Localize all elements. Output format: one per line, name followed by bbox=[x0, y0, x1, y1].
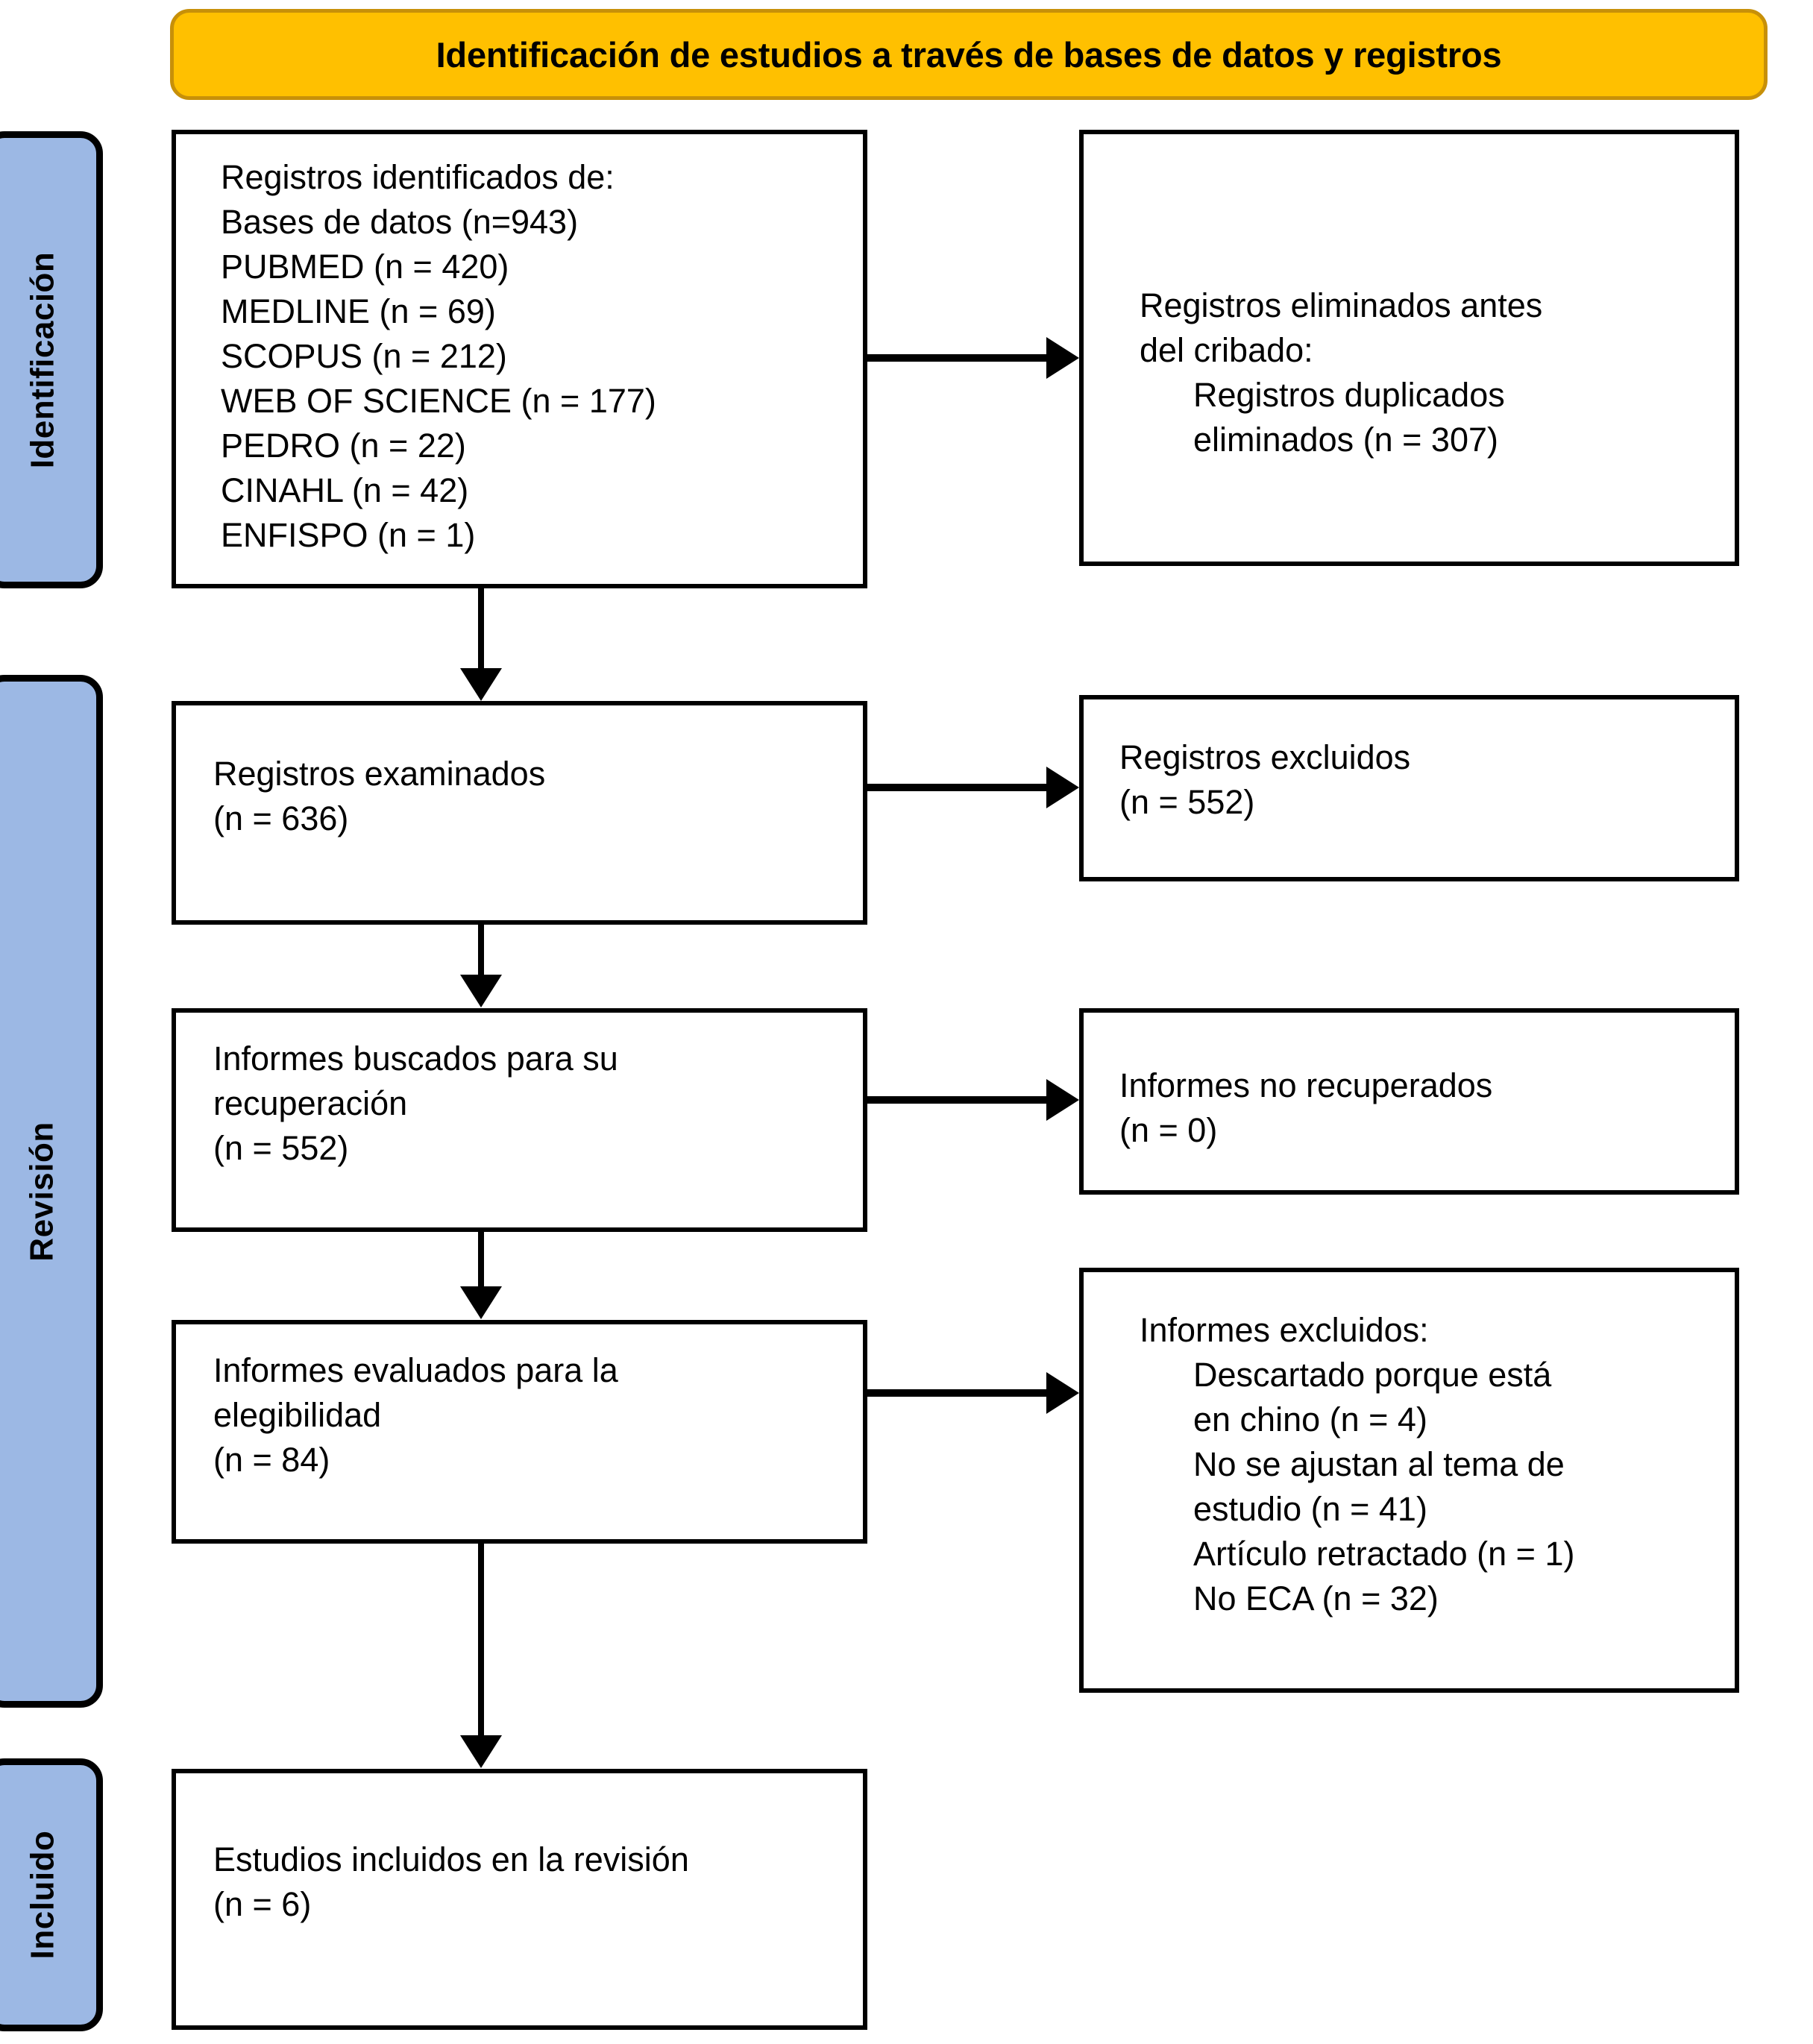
box-text-line: en chino (n = 4) bbox=[1193, 1400, 1427, 1438]
stage-label-identification: Identificación bbox=[0, 131, 103, 588]
box-records-identified-lines: Registros identificados de: Bases de dato… bbox=[221, 155, 863, 558]
box-text-line: Artículo retractado (n = 1) bbox=[1193, 1535, 1575, 1573]
box-records-screened: Registros examinados (n = 636) bbox=[172, 701, 867, 925]
box-text-line: (n = 84) bbox=[213, 1441, 330, 1479]
box-text-line: Bases de datos (n=943) bbox=[221, 203, 579, 241]
stage-label-screening: Revisión bbox=[0, 675, 103, 1708]
connector-assessed-to-excluded-arrowhead bbox=[1046, 1372, 1079, 1414]
box-records-excluded-lines: Registros excluidos (n = 552) bbox=[1119, 735, 1735, 825]
connector-assessed-to-included-arrowhead bbox=[460, 1735, 502, 1768]
box-reports-not-retrieved-lines: Informes no recuperados (n = 0) bbox=[1119, 1063, 1735, 1153]
box-text-line: Informes evaluados para la bbox=[213, 1351, 618, 1389]
box-studies-included-lines: Estudios incluidos en la revisión (n = 6) bbox=[213, 1837, 863, 1927]
box-records-removed-before-screening: Registros eliminados antes del cribado: Re… bbox=[1079, 130, 1739, 566]
box-text-line: PUBMED (n = 420) bbox=[221, 248, 509, 286]
box-text-line: Registros eliminados antes bbox=[1140, 286, 1543, 324]
box-studies-included: Estudios incluidos en la revisión (n = 6) bbox=[172, 1769, 867, 2030]
connector-screened-to-sought-arrowhead bbox=[460, 975, 502, 1007]
box-reports-excluded: Informes excluidos: Descartado porque est… bbox=[1079, 1268, 1739, 1693]
box-text-line: Informes no recuperados bbox=[1119, 1066, 1493, 1104]
box-records-identified: Registros identificados de: Bases de dato… bbox=[172, 130, 867, 588]
box-text-line: Registros excluidos bbox=[1119, 738, 1411, 776]
stage-label-included-text: Incluido bbox=[24, 1830, 60, 1960]
box-text-line: Estudios incluidos en la revisión bbox=[213, 1840, 689, 1878]
box-records-screened-lines: Registros examinados (n = 636) bbox=[213, 752, 863, 841]
box-text-line: No se ajustan al tema de bbox=[1193, 1445, 1565, 1483]
box-text-line: WEB OF SCIENCE (n = 177) bbox=[221, 382, 656, 420]
connector-screened-to-excluded-line bbox=[867, 784, 1046, 791]
connector-sought-to-assessed-arrowhead bbox=[460, 1286, 502, 1319]
box-text-line: CINAHL (n = 42) bbox=[221, 471, 469, 509]
box-reports-excluded-lines: Informes excluidos: Descartado porque est… bbox=[1140, 1308, 1735, 1621]
box-text-line: (n = 636) bbox=[213, 799, 349, 837]
connector-identified-to-removed-arrowhead bbox=[1046, 337, 1079, 379]
stage-label-screening-text: Revisión bbox=[24, 1121, 61, 1262]
connector-screened-to-sought-line bbox=[478, 925, 484, 975]
connector-identified-to-screened-line bbox=[478, 588, 484, 669]
box-reports-assessed-for-eligibility: Informes evaluados para la elegibilidad (n… bbox=[172, 1320, 867, 1544]
box-text-line: estudio (n = 41) bbox=[1193, 1490, 1427, 1528]
connector-identified-to-screened-arrowhead bbox=[460, 668, 502, 701]
box-text-line: (n = 0) bbox=[1119, 1111, 1218, 1149]
box-text-line: No ECA (n = 32) bbox=[1193, 1579, 1439, 1617]
box-text-line: SCOPUS (n = 212) bbox=[221, 337, 507, 375]
box-text-line: eliminados (n = 307) bbox=[1193, 421, 1498, 459]
box-text-line: Informes buscados para su bbox=[213, 1040, 618, 1078]
box-text-line: Registros examinados bbox=[213, 755, 546, 793]
box-records-removed-lines: Registros eliminados antes del cribado: Re… bbox=[1140, 283, 1735, 462]
box-text-line: MEDLINE (n = 69) bbox=[221, 292, 496, 330]
connector-assessed-to-included-line bbox=[478, 1544, 484, 1736]
stage-label-included: Incluido bbox=[0, 1758, 103, 2031]
connector-sought-to-notretrieved-arrowhead bbox=[1046, 1079, 1079, 1121]
box-text-line: ENFISPO (n = 1) bbox=[221, 516, 476, 554]
box-reports-sought-lines: Informes buscados para su recuperación (n … bbox=[213, 1037, 863, 1171]
stage-label-identification-text: Identificación bbox=[24, 251, 60, 468]
box-reports-sought-for-retrieval: Informes buscados para su recuperación (n … bbox=[172, 1008, 867, 1232]
box-text-line: Informes excluidos: bbox=[1140, 1311, 1429, 1349]
box-records-excluded: Registros excluidos (n = 552) bbox=[1079, 695, 1739, 881]
connector-assessed-to-excluded-line bbox=[867, 1389, 1046, 1397]
diagram-header-banner: Identificación de estudios a través de b… bbox=[170, 9, 1768, 100]
box-reports-assessed-lines: Informes evaluados para la elegibilidad (n… bbox=[213, 1348, 863, 1482]
box-text-line: Registros identificados de: bbox=[221, 158, 615, 196]
box-text-line: PEDRO (n = 22) bbox=[221, 427, 466, 465]
box-text-line: (n = 6) bbox=[213, 1885, 312, 1923]
connector-screened-to-excluded-arrowhead bbox=[1046, 767, 1079, 808]
box-text-line: Registros duplicados bbox=[1193, 376, 1505, 414]
box-text-line: (n = 552) bbox=[1119, 783, 1255, 821]
box-text-line: recuperación bbox=[213, 1084, 408, 1122]
connector-identified-to-removed-line bbox=[867, 354, 1046, 362]
box-text-line: del cribado: bbox=[1140, 331, 1313, 369]
box-text-line: Descartado porque está bbox=[1193, 1356, 1552, 1394]
box-text-line: elegibilidad bbox=[213, 1396, 382, 1434]
box-text-line: (n = 552) bbox=[213, 1129, 349, 1167]
connector-sought-to-assessed-line bbox=[478, 1232, 484, 1287]
diagram-title: Identificación de estudios a través de b… bbox=[436, 34, 1502, 75]
box-reports-not-retrieved: Informes no recuperados (n = 0) bbox=[1079, 1008, 1739, 1195]
connector-sought-to-notretrieved-line bbox=[867, 1096, 1046, 1104]
